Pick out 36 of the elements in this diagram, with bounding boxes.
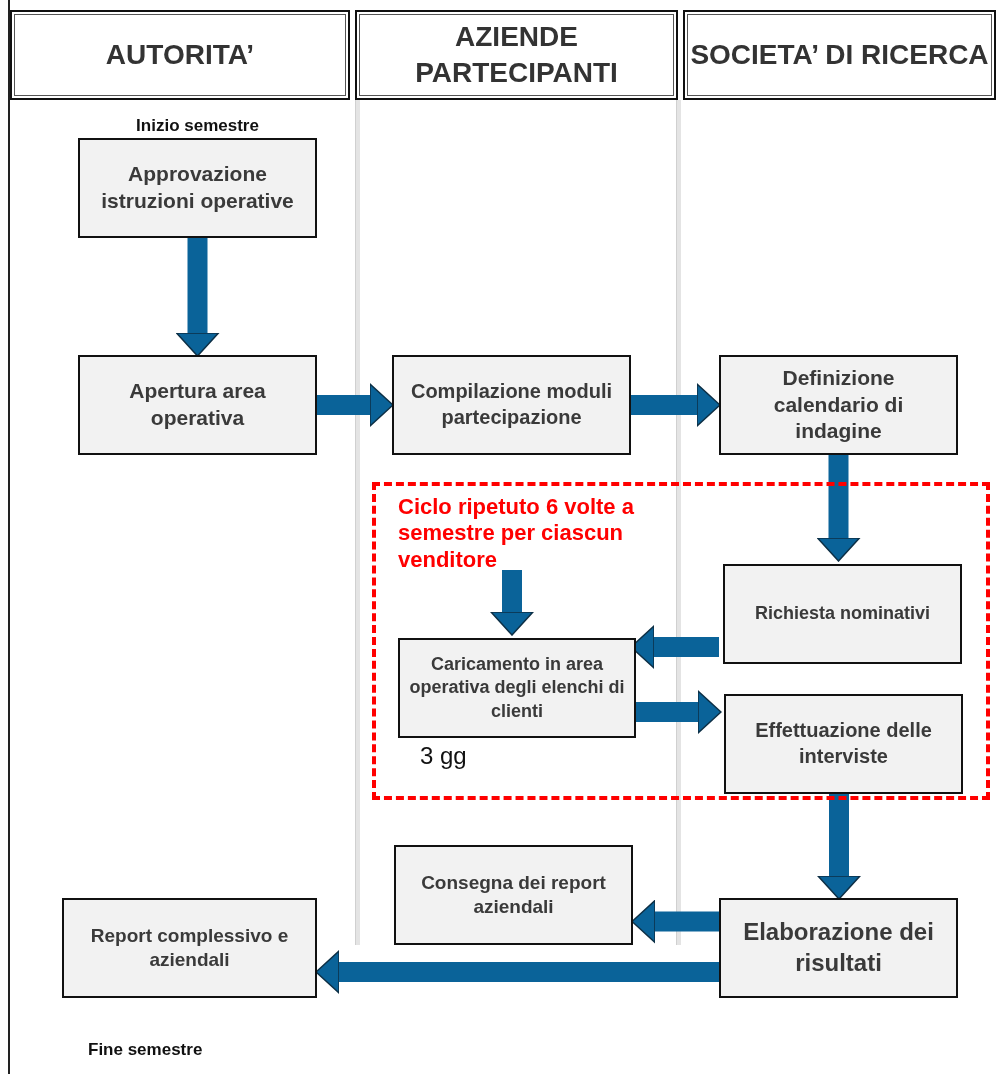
block-arrow xyxy=(490,570,534,636)
step-text: Caricamento in area operativa degli elenchi di clienti xyxy=(408,653,626,723)
timing-note: Inizio semestre xyxy=(135,116,260,136)
process-box xyxy=(392,355,631,455)
process-box xyxy=(724,694,963,794)
dashed-loop-frame xyxy=(372,482,990,800)
step-text: Richiesta nominativi xyxy=(754,602,930,626)
timing-note: 3 gg xyxy=(420,742,468,770)
lane-header xyxy=(683,10,996,100)
step-text: Apertura area operativa xyxy=(128,378,267,431)
timing-note: Fine semestre xyxy=(88,1040,203,1060)
block-arrow xyxy=(317,383,394,427)
process-box xyxy=(398,638,636,738)
process-box xyxy=(394,845,633,945)
step-text: Definizione calendario di indagine xyxy=(772,364,905,445)
process-box xyxy=(62,898,317,998)
lane-header xyxy=(10,10,350,100)
lane-title: AUTORITA’ xyxy=(105,38,255,73)
step-text: Compilazione moduli partecipazione xyxy=(409,379,614,430)
lane-title: AZIENDE PARTECIPANTI xyxy=(414,20,619,90)
lane-title: SOCIETA’ DI RICERCA xyxy=(690,38,989,73)
block-arrow xyxy=(816,455,861,562)
process-box xyxy=(719,355,958,455)
block-arrow xyxy=(175,238,220,357)
process-box xyxy=(78,355,317,455)
process-box xyxy=(78,138,317,238)
process-box xyxy=(719,898,958,998)
step-text: Consegna dei report aziendali xyxy=(420,870,607,919)
step-text: Effettuazione delle interviste xyxy=(754,718,933,769)
block-arrow xyxy=(631,383,721,427)
lane-header xyxy=(355,10,678,100)
step-text: Elaborazione dei risultati xyxy=(742,917,935,978)
step-text: Report complessivo e aziendali xyxy=(89,923,290,972)
step-text: Approvazione istruzioni operative xyxy=(100,161,295,214)
loop-note: Ciclo ripetuto 6 volte a semestre per ciascun venditore xyxy=(398,494,635,574)
process-box xyxy=(723,564,962,664)
